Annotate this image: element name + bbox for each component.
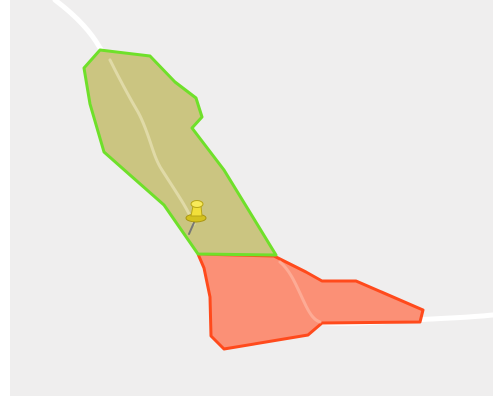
map-canvas[interactable] [10,0,493,396]
pushpin-icon[interactable] [185,200,207,235]
parcel-red[interactable] [196,252,425,351]
map-svg[interactable] [10,0,493,396]
road-overlay-layer [108,58,322,324]
road-through-parcel [108,58,196,226]
pushpin-cap [190,200,204,208]
parcel-green[interactable] [82,48,278,257]
road-through-red [278,260,322,324]
